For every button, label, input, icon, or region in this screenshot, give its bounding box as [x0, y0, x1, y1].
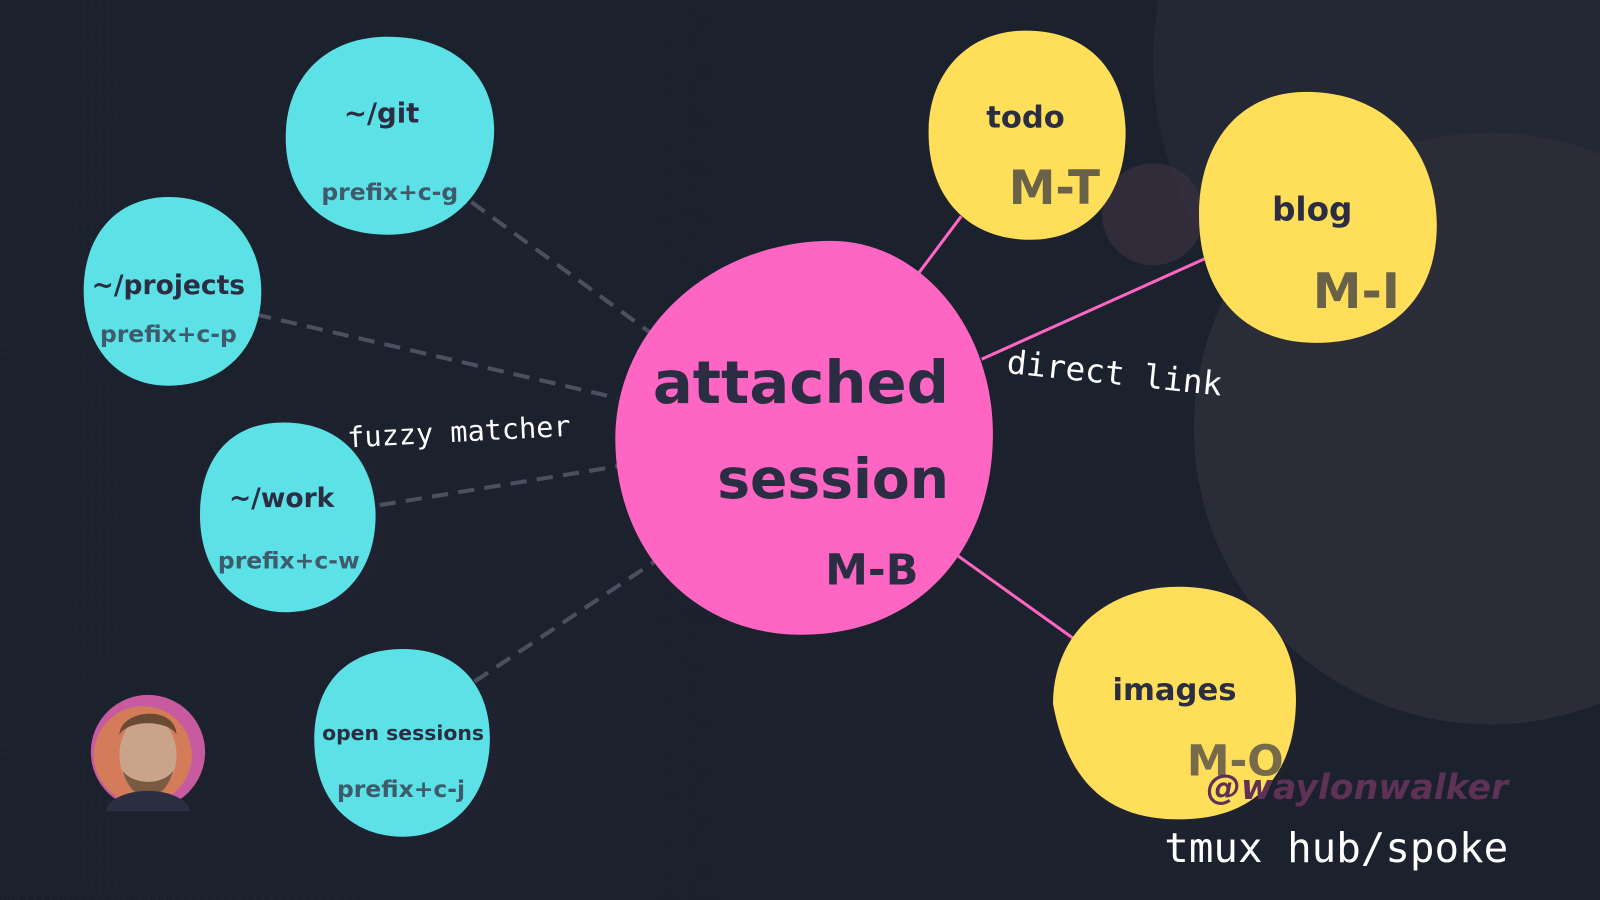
- direct-node-todo[interactable]: todo M-T: [928, 30, 1126, 240]
- direct-link-blog: [981, 256, 1207, 361]
- direct-title: blog: [1272, 190, 1352, 228]
- watermark: @waylonwalker: [1206, 768, 1510, 808]
- hub-node[interactable]: attached session M-B: [615, 240, 993, 635]
- spoke-shortcut: prefix+c-w: [218, 546, 360, 574]
- direct-shortcut: M-I: [1313, 263, 1400, 320]
- spoke-shortcut: prefix+c-g: [321, 178, 458, 206]
- direct-node-blog[interactable]: blog M-I: [1198, 91, 1437, 343]
- spoke-node-work[interactable]: ~/work prefix+c-w: [200, 422, 376, 613]
- spoke-title: open sessions: [322, 721, 484, 745]
- direct-title: images: [1113, 673, 1237, 708]
- avatar: [90, 694, 206, 812]
- direct-title: todo: [986, 101, 1065, 136]
- fuzzy-link-git: [470, 200, 655, 337]
- direct-link-images: [953, 551, 1081, 645]
- spoke-title: ~/git: [344, 97, 419, 129]
- deco-circle: [1102, 163, 1205, 266]
- caption: tmux hub/spoke: [1164, 824, 1508, 872]
- spoke-node-projects[interactable]: ~/projects prefix+c-p: [83, 196, 262, 386]
- direct-shortcut: M-T: [1009, 161, 1100, 216]
- direct-link-todo: [917, 215, 963, 275]
- fuzzy-link-projects: [254, 312, 618, 400]
- spoke-title: ~/work: [229, 483, 336, 514]
- spoke-title: ~/projects: [92, 270, 245, 301]
- hub-shortcut: M-B: [825, 546, 918, 596]
- hub-title-line1: attached: [653, 348, 949, 417]
- spoke-shortcut: prefix+c-j: [337, 775, 465, 803]
- fuzzy-link-open-sessions: [473, 557, 660, 684]
- spoke-node-git[interactable]: ~/git prefix+c-g: [285, 36, 495, 235]
- direct-node-images[interactable]: images M-O: [1053, 586, 1296, 820]
- spoke-node-open-sessions[interactable]: open sessions prefix+c-j: [314, 648, 490, 837]
- spoke-shortcut: prefix+c-p: [100, 320, 237, 348]
- fuzzy-link-work: [379, 464, 618, 508]
- hub-title-line2: session: [717, 447, 949, 511]
- direct-shortcut: M-O: [1187, 737, 1284, 787]
